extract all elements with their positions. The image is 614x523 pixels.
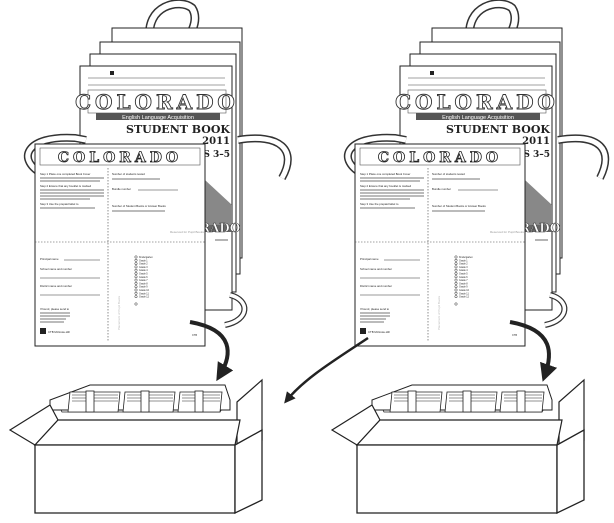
box-right [332,380,584,513]
cover-sheet: COLORADO Step 1 Place one completed Book… [355,144,525,346]
grade-bubble [455,292,457,294]
grade-bubble [135,303,137,305]
ctb-logo-icon [40,328,46,334]
grade-bubble [135,269,137,271]
grade-label: Grade 12 [139,296,150,299]
cover-school: School name and number [40,267,72,271]
cover-title: COLORADO [378,150,502,166]
booklet-title: COLORADO [75,90,239,114]
booklet-bottom-title: RADO [200,221,240,235]
booklet-year: 2011 [522,136,550,147]
grade-bubble [135,282,137,284]
cover-school: School name and number [360,267,392,271]
booklet-year: 2011 [202,136,230,147]
grade-bubble [455,259,457,261]
grade-bubble [455,266,457,268]
cover-step2: Step 2 Ensure that any booklet is marked [360,184,412,188]
grade-bubble [455,282,457,284]
cover-vertical: Placement of Pupil Books [117,295,121,330]
svg-text:CTB: CTB [512,334,517,337]
booklet-title: COLORADO [395,90,559,114]
cover-district: District name and number [40,284,72,288]
grade-bubble [455,286,457,288]
grade-label: Grade 12 [459,296,470,299]
cover-right1: Number of students tested [432,172,465,176]
grade-bubble [135,259,137,261]
ctb-logo-icon [360,328,366,334]
cover-title: COLORADO [58,150,182,166]
cover-return: If found, please send to [40,307,70,311]
cover-principal: Principal name [40,257,59,261]
packet-left: COLORADO English Language Acquisition ST… [28,4,288,375]
packet-right: COLORADO English Language Acquisition ST… [348,4,605,375]
cover-district: District name and number [360,284,392,288]
cover-right3: Number of Student Books or Answer Books [432,204,486,208]
grade-bubble [455,262,457,264]
cover-step1: Step 1 Place one completed Book Cover [360,172,410,176]
cover-step3: Step 3 Use the prepaid label to [40,202,79,206]
grade-bubble [455,279,457,281]
booklet-bottom-title: RADO [520,221,560,235]
grade-bubble [135,289,137,291]
cover-ctb: CTB McGraw-Hill [368,330,390,334]
cover-right3: Number of Student Books or Answer Books [112,204,166,208]
grade-bubble [135,276,137,278]
grade-bubble [135,256,137,258]
box-left [10,380,262,513]
svg-text:CTB: CTB [192,334,197,337]
grade-bubble [455,256,457,258]
cover-reserved: Reserved for Pupil Books [490,230,524,234]
cover-right2: Bundle number [112,187,131,191]
grade-bubble [455,269,457,271]
cover-return: If found, please send to [360,307,390,311]
grade-bubble [455,289,457,291]
grade-bubble [135,292,137,294]
grade-bubble [455,303,457,305]
grade-bubble [135,272,137,274]
cover-step1: Step 1 Place one completed Book Cover [40,172,90,176]
booklet-subtitle: English Language Acquisition [122,115,194,121]
booklet-book: STUDENT BOOK [446,123,550,136]
grade-bubble [135,279,137,281]
grade-bubble [135,286,137,288]
booklet-subtitle: English Language Acquisition [442,115,514,121]
cover-right1: Number of students tested [112,172,145,176]
arrow-left-icon [287,338,368,400]
booklet-book: STUDENT BOOK [126,123,230,136]
cover-reserved: Reserved for Pupil Books [170,230,204,234]
cover-sheet: COLORADO Step 1 Place one completed Book… [35,144,205,346]
grade-bubble [135,295,137,297]
grade-bubble [135,262,137,264]
cover-step3: Step 3 Use the prepaid label to [360,202,399,206]
cover-principal: Principal name [360,257,379,261]
cover-step2: Step 2 Ensure that any booklet is marked [40,184,92,188]
grade-bubble [455,295,457,297]
grade-bubble [455,276,457,278]
cover-right2: Bundle number [432,187,451,191]
grade-bubble [135,266,137,268]
grade-bubble [455,272,457,274]
cover-ctb: CTB McGraw-Hill [48,330,70,334]
cover-vertical: Placement of Pupil Books [437,295,441,330]
